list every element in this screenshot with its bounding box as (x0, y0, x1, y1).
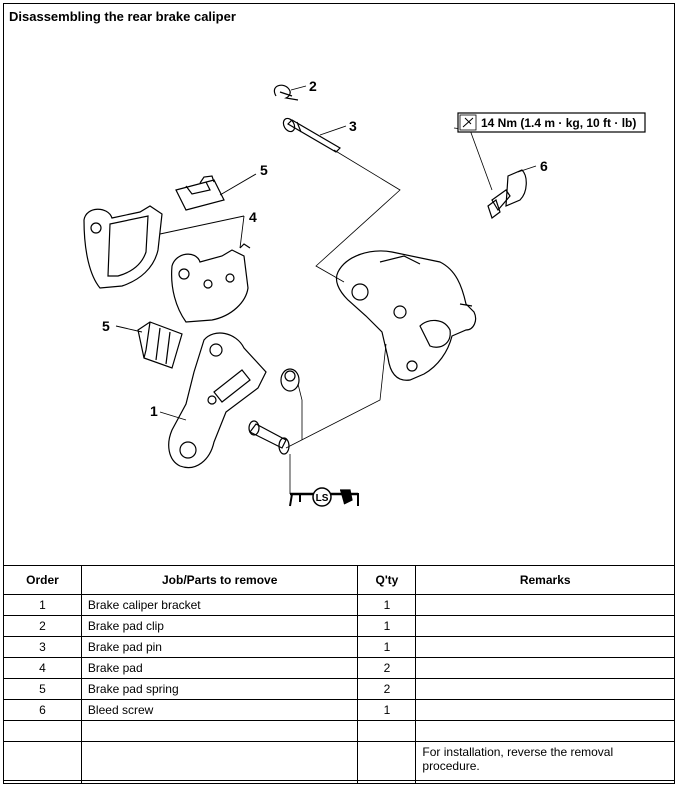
brake-caliper-body (335, 250, 477, 381)
header-remarks: Remarks (415, 565, 675, 595)
bleed-screw (487, 169, 527, 219)
row-qty: 1 (357, 594, 417, 616)
row-part: Brake pad clip (80, 615, 359, 637)
row-part: Brake pad (80, 657, 359, 679)
row-remarks (415, 699, 675, 721)
row-qty: 1 (357, 615, 417, 637)
table-row-note: For installation, reverse the removal pr… (3, 741, 675, 784)
row-qty: 2 (357, 657, 417, 679)
row-order: 3 (3, 636, 82, 658)
callout-2: 2 (309, 78, 317, 94)
row-qty: 1 (357, 699, 417, 721)
callout-3: 3 (349, 118, 357, 134)
row-part: Bleed screw (80, 699, 359, 721)
assembly-leader-lines (285, 127, 493, 494)
row-order: 5 (3, 678, 82, 700)
row-part: Brake pad spring (80, 678, 359, 700)
table-row-empty (3, 720, 675, 742)
header-job-parts: Job/Parts to remove (80, 565, 359, 595)
brake-pad-pin (282, 117, 341, 153)
brake-pad-spring-lower (137, 321, 183, 369)
row-remarks (415, 615, 675, 637)
dust-boot (280, 368, 300, 392)
installation-note: For installation, reverse the removal pr… (415, 741, 675, 784)
row-order: 1 (3, 594, 82, 616)
empty-cell (80, 720, 359, 742)
slide-pin (248, 420, 290, 455)
empty-cell (3, 720, 82, 742)
table-row: 3 Brake pad pin 1 (3, 636, 675, 658)
row-order: 4 (3, 657, 82, 679)
empty-cell (80, 741, 359, 784)
parts-table: Order Job/Parts to remove Q'ty Remarks 1… (3, 565, 675, 784)
brake-pad-clip (273, 84, 299, 101)
callout-5-lower: 5 (102, 318, 110, 334)
page-title: Disassembling the rear brake caliper (9, 9, 236, 24)
empty-cell (415, 720, 675, 742)
brake-pad-spring-upper (175, 175, 225, 211)
row-order: 2 (3, 615, 82, 637)
row-remarks (415, 636, 675, 658)
row-order: 6 (3, 699, 82, 721)
header-order: Order (3, 565, 82, 595)
torque-spec-box (457, 112, 646, 133)
row-remarks (415, 594, 675, 616)
empty-cell (357, 741, 417, 784)
torque-spec-label: 14 Nm (1.4 m · kg, 10 ft · lb) (481, 116, 636, 130)
lubricant-symbol-label: LS (316, 493, 329, 504)
lubricant-symbol (289, 487, 359, 507)
row-qty: 1 (357, 636, 417, 658)
table-row: 1 Brake caliper bracket 1 (3, 594, 675, 616)
brake-pad-right (171, 243, 251, 323)
brake-pad-left (83, 205, 163, 289)
header-qty: Q'ty (357, 565, 417, 595)
callout-4: 4 (249, 209, 257, 225)
table-row: 5 Brake pad spring 2 (3, 678, 675, 700)
callout-6: 6 (540, 158, 548, 174)
row-part: Brake pad pin (80, 636, 359, 658)
row-remarks (415, 678, 675, 700)
table-row: 2 Brake pad clip 1 (3, 615, 675, 637)
exploded-diagram: 2 3 5 4 5 (83, 78, 646, 507)
row-remarks (415, 657, 675, 679)
table-row: 4 Brake pad 2 (3, 657, 675, 679)
brake-caliper-bracket (168, 332, 267, 469)
row-qty: 2 (357, 678, 417, 700)
callout-5-upper: 5 (260, 162, 268, 178)
row-part: Brake caliper bracket (80, 594, 359, 616)
empty-cell (3, 741, 82, 784)
empty-cell (357, 720, 417, 742)
table-header-row: Order Job/Parts to remove Q'ty Remarks (3, 565, 675, 595)
table-row: 6 Bleed screw 1 (3, 699, 675, 721)
callout-1: 1 (150, 403, 158, 419)
